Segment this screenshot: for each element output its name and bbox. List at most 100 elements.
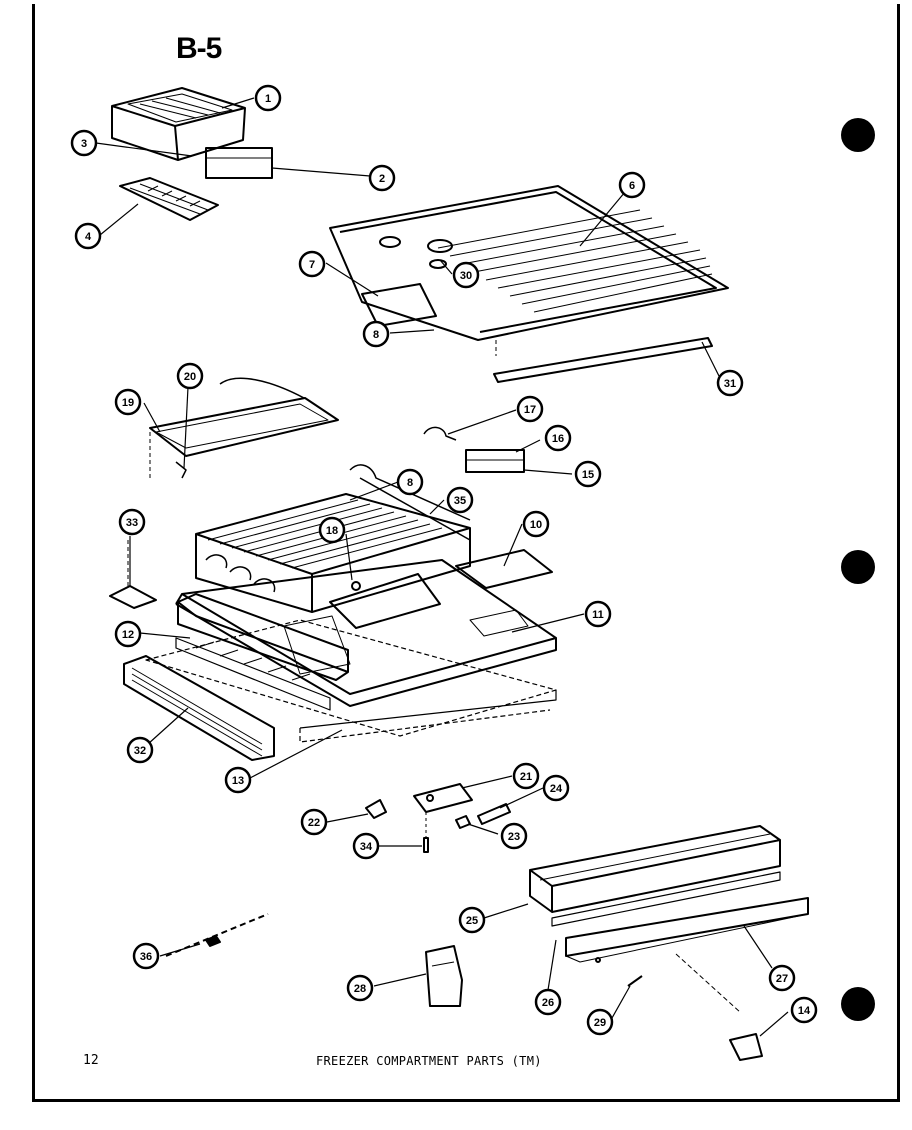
callout-circle <box>114 620 142 648</box>
callout-circle <box>544 424 572 452</box>
callout-number: 6 <box>629 180 635 192</box>
callout-6: 6 <box>618 171 646 199</box>
callout-number: 31 <box>724 378 736 390</box>
callout-circle <box>586 1008 614 1036</box>
callout-circle <box>118 508 146 536</box>
page-number: 12 <box>83 1053 99 1068</box>
evaporator-coil <box>195 464 471 613</box>
callout-30: 30 <box>452 261 480 289</box>
callout-circle <box>298 250 326 278</box>
callout-circle <box>368 164 396 192</box>
callout-circle <box>70 129 98 157</box>
sensor-probe <box>165 913 269 957</box>
callout-circle <box>224 766 252 794</box>
callout-circle <box>790 996 818 1024</box>
callout-circle <box>716 369 744 397</box>
callout-26: 26 <box>534 988 562 1016</box>
bottom-rail-assembly <box>529 825 809 1061</box>
callout-number: 18 <box>326 525 338 537</box>
punch-hole-middle <box>841 550 875 584</box>
callout-number: 16 <box>552 433 564 445</box>
callout-number: 3 <box>81 138 87 150</box>
callout-number: 20 <box>184 371 196 383</box>
air-duct <box>175 593 349 711</box>
callout-8: 8 <box>362 320 390 348</box>
screw <box>627 975 643 987</box>
callout-circle <box>132 942 160 970</box>
callout-circle <box>300 808 328 836</box>
callout-circle <box>396 468 424 496</box>
callout-number: 15 <box>582 469 594 481</box>
callout-circle <box>74 222 102 250</box>
callout-34: 34 <box>352 832 380 860</box>
callout-circle <box>346 974 374 1002</box>
freezer-shelf-panel <box>329 185 729 356</box>
callout-number: 21 <box>520 771 532 783</box>
evaporator-cover-base <box>175 559 557 707</box>
callout-circle <box>352 832 380 860</box>
left-bracket <box>109 540 157 609</box>
callout-22: 22 <box>300 808 328 836</box>
callout-number: 7 <box>309 259 315 271</box>
front-grille <box>123 655 275 761</box>
callout-35: 35 <box>446 486 474 514</box>
callout-number: 17 <box>524 404 536 416</box>
thermostat-assembly <box>423 426 525 473</box>
callout-number: 35 <box>454 495 466 507</box>
drain-pan <box>145 619 557 743</box>
side-cover-plate <box>455 549 553 589</box>
callout-8: 8 <box>396 468 424 496</box>
callout-31: 31 <box>716 369 744 397</box>
callout-19: 19 <box>114 388 142 416</box>
callout-number: 30 <box>460 270 472 282</box>
callout-18: 18 <box>318 516 346 544</box>
callout-28: 28 <box>346 974 374 1002</box>
callout-14: 14 <box>790 996 818 1024</box>
callout-11: 11 <box>584 600 612 628</box>
callout-33: 33 <box>118 508 146 536</box>
callout-25: 25 <box>458 906 486 934</box>
callout-circle <box>446 486 474 514</box>
callout-21: 21 <box>512 762 540 790</box>
callout-circle <box>584 600 612 628</box>
ice-bin-housing <box>111 87 273 179</box>
punch-hole-top <box>841 118 875 152</box>
callout-circle <box>768 964 796 992</box>
callout-circle <box>458 906 486 934</box>
page-frame <box>32 4 900 1102</box>
callout-number: 26 <box>542 997 554 1009</box>
callout-2: 2 <box>368 164 396 192</box>
callout-number: 8 <box>407 477 413 489</box>
ice-tray <box>119 177 219 221</box>
callout-number: 22 <box>308 817 320 829</box>
callout-number: 13 <box>232 775 244 787</box>
callout-10: 10 <box>522 510 550 538</box>
callout-circle <box>500 822 528 850</box>
callout-circle <box>452 261 480 289</box>
trim-strip <box>493 337 713 383</box>
control-panel-plate <box>329 573 441 629</box>
callout-circle <box>574 460 602 488</box>
callout-number: 14 <box>798 1005 811 1017</box>
callout-number: 25 <box>466 915 478 927</box>
callout-circle <box>542 774 570 802</box>
callout-32: 32 <box>126 736 154 764</box>
diagram-caption: FREEZER COMPARTMENT PARTS (TM) <box>316 1054 542 1068</box>
callout-15: 15 <box>574 460 602 488</box>
callout-24: 24 <box>542 774 570 802</box>
callout-circle <box>126 736 154 764</box>
callout-circle <box>618 171 646 199</box>
callout-circle <box>114 388 142 416</box>
callout-circle <box>254 84 282 112</box>
callout-12: 12 <box>114 620 142 648</box>
section-title: B-5 <box>176 32 222 65</box>
callout-7: 7 <box>298 250 326 278</box>
callout-17: 17 <box>516 395 544 423</box>
callout-circle <box>362 320 390 348</box>
callout-number: 29 <box>594 1017 606 1029</box>
callout-number: 32 <box>134 745 146 757</box>
defrost-heater <box>149 377 339 480</box>
callout-20: 20 <box>176 362 204 390</box>
